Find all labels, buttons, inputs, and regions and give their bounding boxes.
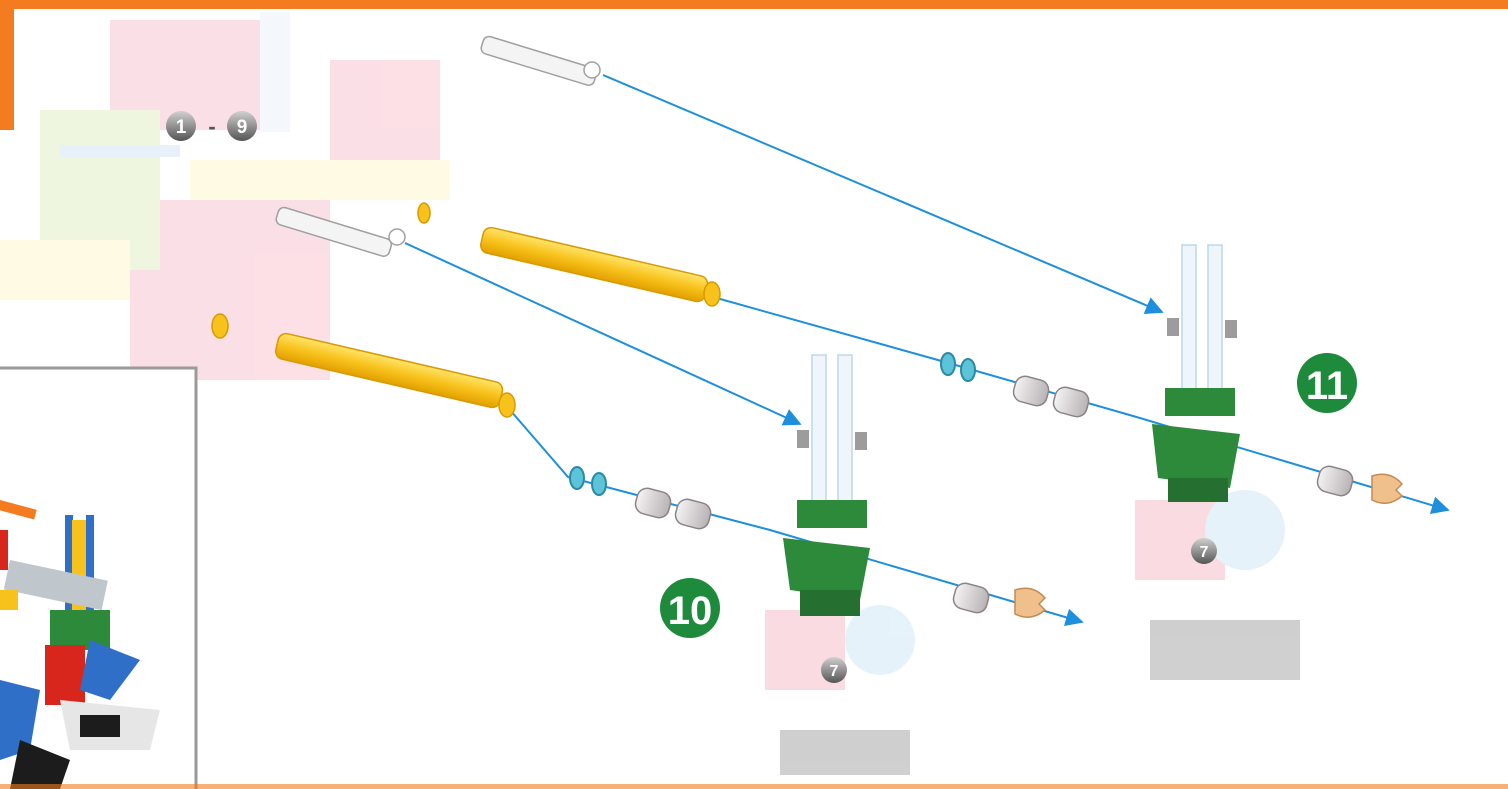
page-frame-top bbox=[0, 0, 1508, 9]
grey-bushing-icon bbox=[951, 581, 991, 615]
faded-connector-step-10 bbox=[765, 605, 915, 775]
overview-inset bbox=[0, 368, 196, 789]
white-rod-top bbox=[480, 35, 600, 87]
white-arm bbox=[812, 355, 826, 505]
grey-clip bbox=[1225, 320, 1237, 338]
grey-bushing-icon bbox=[1011, 374, 1091, 419]
step-10-assembly: 10 7 bbox=[570, 355, 1045, 775]
grey-bushing-icon bbox=[633, 486, 713, 531]
white-arm bbox=[838, 355, 852, 505]
grey-bushing-icon bbox=[1315, 464, 1355, 498]
step-badge-9-label: 9 bbox=[237, 117, 248, 138]
reference-steps: 1 - 9 bbox=[166, 111, 257, 141]
step-10-label: 10 bbox=[668, 589, 713, 633]
part-ref-7-label: 7 bbox=[1200, 544, 1209, 561]
white-arm bbox=[1182, 245, 1196, 395]
blue-spacer-icon bbox=[570, 467, 606, 495]
step-11-assembly: 11 7 bbox=[941, 245, 1402, 680]
blue-spacer-icon bbox=[941, 353, 975, 381]
step-range-separator: - bbox=[208, 114, 215, 139]
faded-connector-step-11 bbox=[1135, 490, 1300, 680]
assembly-arrows bbox=[405, 75, 1448, 622]
page-frame-bottom bbox=[0, 784, 1508, 789]
green-connector-icon bbox=[1152, 388, 1240, 502]
step-badge-1-label: 1 bbox=[176, 117, 187, 138]
step-11-label: 11 bbox=[1306, 364, 1348, 408]
tan-end-cap-icon bbox=[1015, 588, 1045, 617]
yellow-rod-step-11 bbox=[418, 203, 720, 306]
part-ref-7-label: 7 bbox=[830, 663, 839, 680]
green-connector-icon bbox=[783, 500, 870, 616]
white-arm bbox=[1208, 245, 1222, 395]
grey-clip bbox=[1167, 318, 1179, 336]
grey-clip bbox=[797, 430, 809, 448]
grey-clip bbox=[855, 432, 867, 450]
page-frame-tab bbox=[0, 0, 14, 130]
tan-end-cap-icon bbox=[1372, 474, 1402, 503]
